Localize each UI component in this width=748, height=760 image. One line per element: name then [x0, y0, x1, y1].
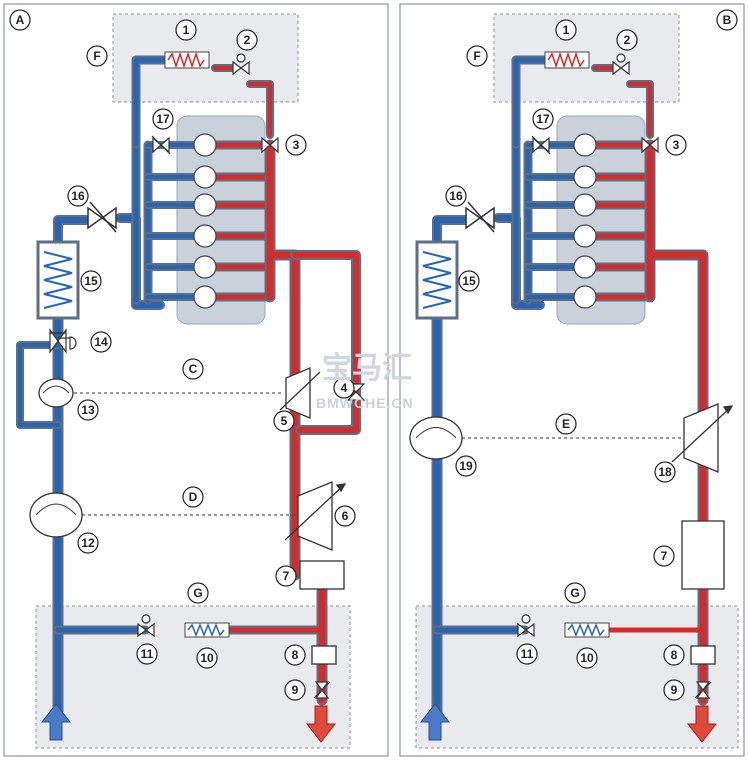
valve-16-icon — [87, 201, 117, 233]
radiator-15-b — [415, 240, 459, 320]
callouts-a — [9, 9, 356, 701]
callout-7: 7 — [283, 569, 290, 583]
callout-b-11: 11 — [521, 647, 534, 661]
link-label-c: C — [189, 362, 198, 376]
watermark-site: BMWCHE.CN — [316, 395, 414, 411]
panel-label-a: A — [16, 13, 25, 27]
thermostat-14-icon — [49, 328, 77, 354]
callout-12: 12 — [81, 536, 95, 550]
callout-6: 6 — [342, 509, 349, 523]
callout-17: 17 — [156, 112, 170, 126]
callout-8: 8 — [292, 648, 299, 662]
hot-outlet-arrow-icon — [305, 705, 337, 743]
callout-5: 5 — [281, 414, 288, 428]
callout-b-7: 7 — [661, 549, 668, 563]
valve-3-icon-b — [641, 136, 659, 154]
valve-2-icon-b — [612, 53, 630, 76]
callout-2: 2 — [244, 33, 251, 47]
callout-14: 14 — [94, 335, 108, 349]
callout-3: 3 — [293, 138, 300, 152]
pump-19-icon — [409, 416, 463, 460]
component-8-b — [690, 645, 716, 665]
cylinders-b — [573, 133, 597, 309]
callout-b-3: 3 — [673, 138, 680, 152]
link-label-d: D — [189, 490, 198, 504]
zone-label-g: G — [193, 586, 202, 600]
valve-17-icon — [151, 135, 171, 155]
callout-b-17: 17 — [536, 112, 550, 126]
component-8 — [311, 645, 337, 665]
valve-9-icon-b — [694, 681, 712, 699]
callout-10: 10 — [200, 651, 214, 665]
callout-11: 11 — [141, 647, 154, 661]
callout-b-1: 1 — [563, 23, 570, 37]
callouts-b — [445, 9, 738, 701]
cylinders — [193, 133, 217, 309]
turbine-6-icon — [284, 481, 347, 551]
callout-b-9: 9 — [671, 683, 678, 697]
pump-12-icon — [29, 492, 83, 538]
zone-label-g-b: G — [570, 586, 579, 600]
panel-label-b: B — [723, 13, 732, 27]
callout-b-15: 15 — [462, 274, 476, 288]
zone-label-f-b: F — [473, 49, 480, 63]
valve-11-icon-b — [517, 614, 535, 638]
callout-b-19: 19 — [459, 459, 473, 473]
callout-b-10: 10 — [580, 651, 594, 665]
cold-circuit-b — [431, 55, 589, 721]
valve-17-icon-b — [531, 135, 551, 155]
callout-b-18: 18 — [658, 465, 672, 479]
heat-exchanger-10-b — [564, 622, 610, 638]
valve-2-icon — [232, 53, 250, 76]
heat-exchanger-10 — [184, 622, 230, 638]
turbine-18-icon — [671, 403, 734, 473]
heat-exchanger-1-b — [544, 51, 590, 69]
callout-b-8: 8 — [671, 648, 678, 662]
valve-3-icon — [261, 136, 279, 154]
hot-outlet-arrow-icon-b — [686, 705, 718, 743]
component-7 — [299, 560, 345, 590]
zone-label-f: F — [93, 49, 100, 63]
valve-11-icon — [137, 614, 155, 638]
cold-inlet-arrow-icon-b — [419, 703, 451, 741]
valve-16-icon-b — [465, 201, 495, 233]
callout-1: 1 — [183, 23, 190, 37]
link-label-e: E — [562, 417, 570, 431]
radiator-15 — [36, 240, 80, 320]
component-7-b — [681, 520, 725, 590]
callout-13: 13 — [81, 403, 95, 417]
cold-inlet-arrow-icon — [40, 703, 72, 741]
heat-exchanger-1 — [164, 51, 210, 69]
turbine-5-icon — [279, 367, 321, 419]
callout-15: 15 — [84, 274, 98, 288]
pump-13-icon — [38, 378, 74, 408]
callout-b-2: 2 — [624, 33, 631, 47]
hot-circuit — [200, 64, 361, 706]
callout-16: 16 — [71, 189, 85, 203]
panel-a: A F C D G 1 2 3 4 5 6 7 8 9 10 11 12 13 … — [3, 3, 389, 757]
valve-9-icon — [313, 681, 331, 699]
callout-9: 9 — [292, 683, 299, 697]
callout-4: 4 — [341, 381, 348, 395]
callout-b-16: 16 — [449, 189, 463, 203]
panel-b: B F E G 1 2 3 7 8 9 10 11 15 16 17 18 19 — [399, 3, 745, 757]
watermark-title: 宝马汇 — [322, 351, 412, 385]
